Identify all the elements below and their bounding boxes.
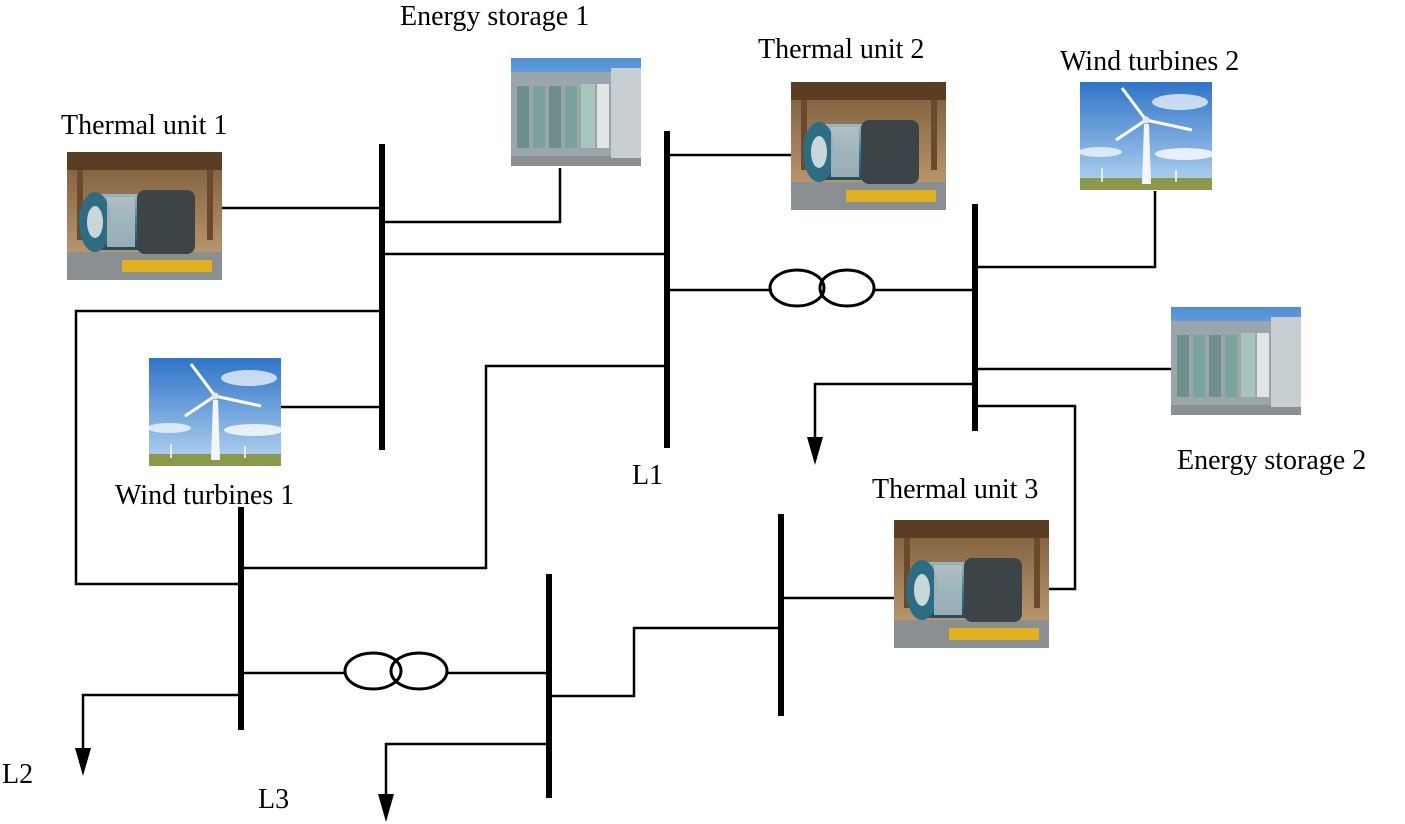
buses [238, 131, 978, 798]
wind-turbines-1-image [145, 356, 286, 468]
label-load-3: L3 [258, 784, 289, 815]
connection-lines [74, 153, 1171, 795]
energy-storage-1-image [511, 58, 641, 166]
thermal-unit-2-image [791, 82, 946, 210]
label-load-2: L2 [2, 759, 33, 790]
load-arrows [75, 437, 823, 822]
load-arrow-icon [378, 794, 394, 822]
label-energy-storage-2: Energy storage 2 [1177, 445, 1366, 476]
wind-turbines-2-image [1076, 80, 1217, 192]
label-energy-storage-1: Energy storage 1 [400, 1, 589, 32]
label-wind-turbines-2: Wind turbines 2 [1060, 46, 1239, 77]
thermal-unit-1-image [67, 152, 222, 280]
transformer-icon [768, 268, 876, 308]
label-thermal-unit-3: Thermal unit 3 [872, 474, 1038, 505]
label-wind-turbines-1: Wind turbines 1 [115, 480, 294, 511]
load-arrow-icon [807, 437, 823, 465]
energy-storage-2-image [1171, 307, 1301, 415]
load-arrow-icon [75, 748, 91, 776]
label-thermal-unit-2: Thermal unit 2 [758, 34, 924, 65]
thermal-unit-3-image [894, 520, 1049, 648]
transformer-icon [343, 651, 449, 691]
label-load-1: L1 [632, 460, 663, 491]
label-thermal-unit-1: Thermal unit 1 [61, 110, 227, 141]
